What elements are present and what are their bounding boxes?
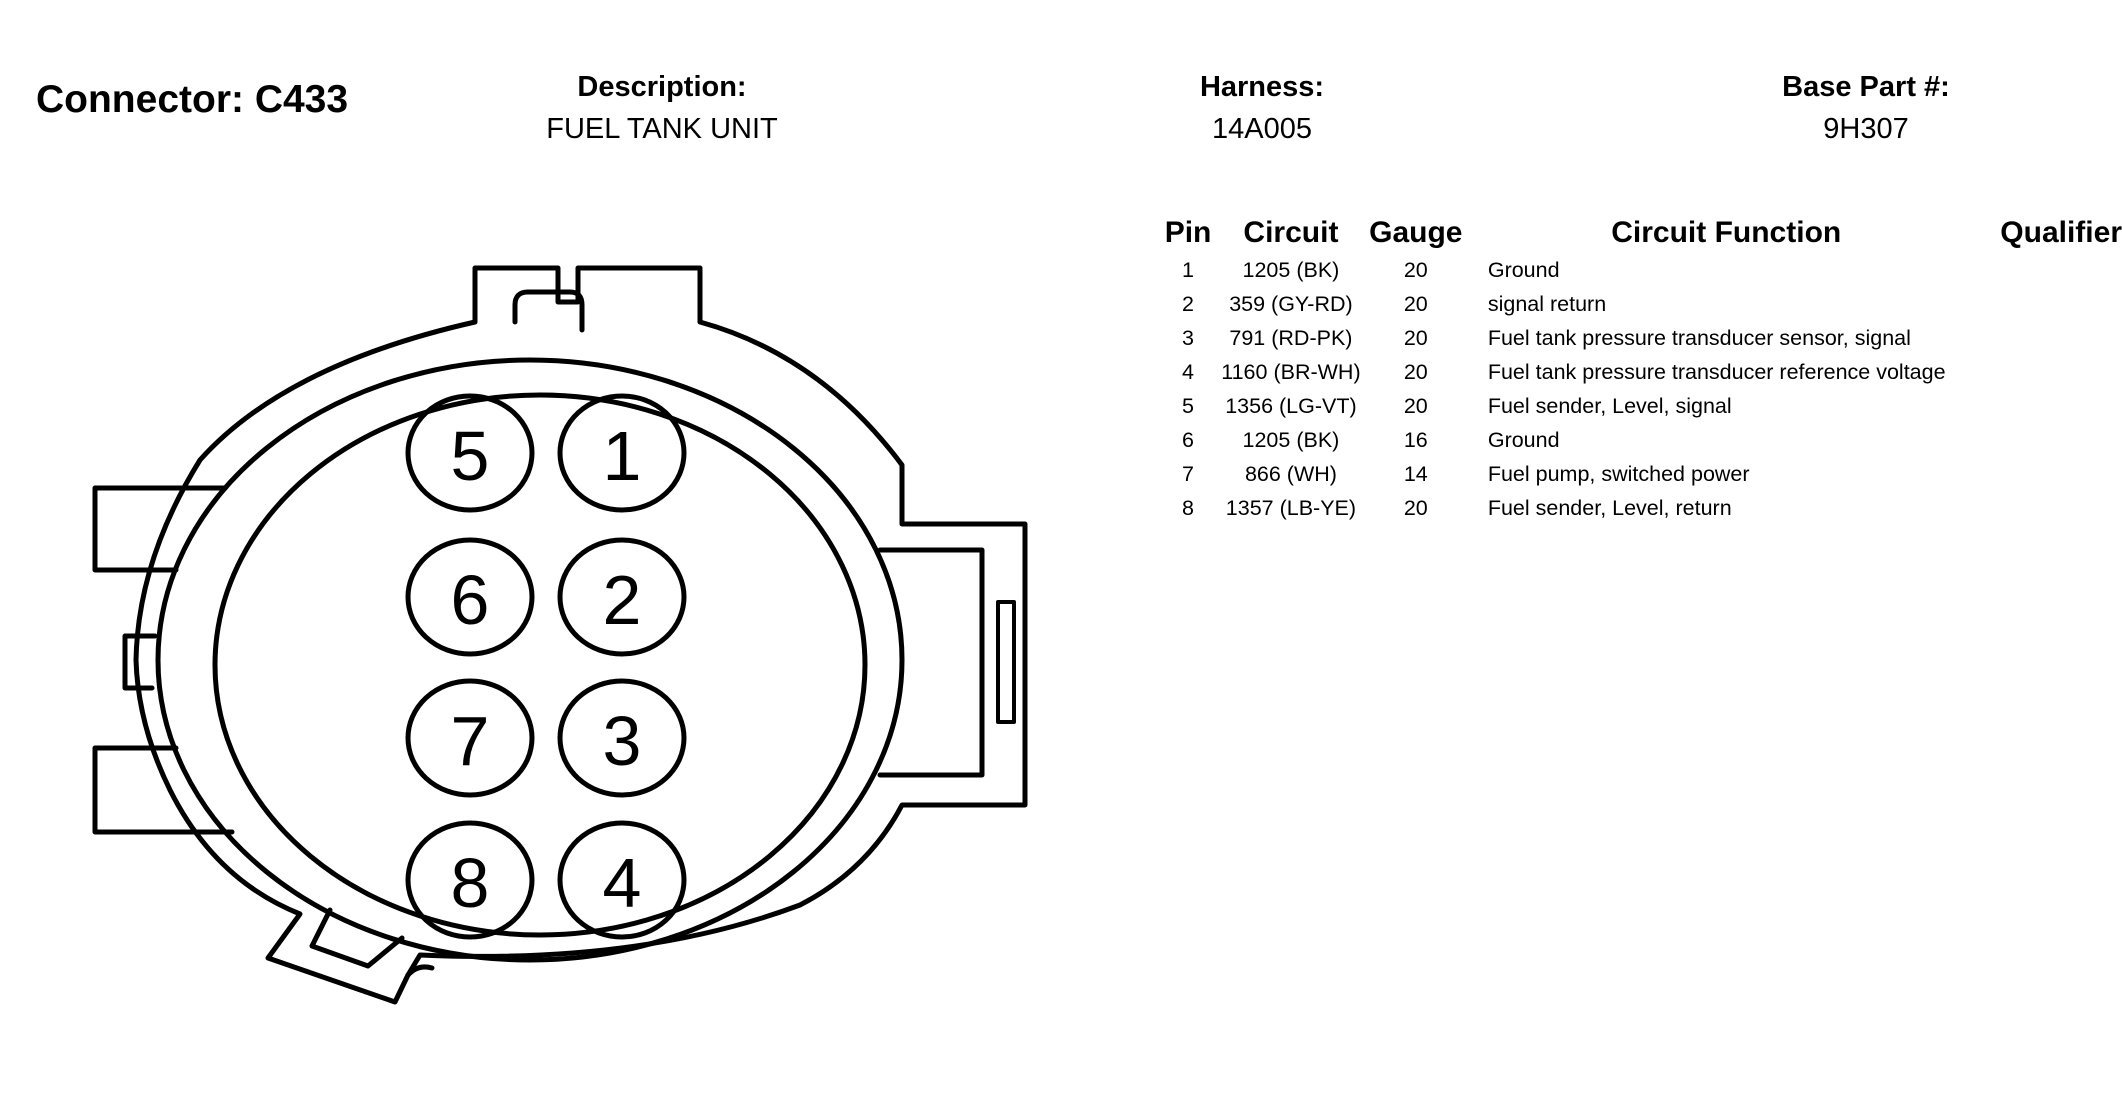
pin-cavity-label-4: 4 [603, 844, 642, 922]
harness-label: Harness: [1199, 71, 1325, 103]
table-row: 3 791 (RD-PK) 20 Fuel tank pressure tran… [1160, 321, 2122, 355]
base-part-label: Base Part #: [1782, 71, 1950, 103]
cell-circuit: 1357 (LB-YE) [1225, 495, 1357, 520]
base-part-value: 9H307 [1823, 113, 1909, 145]
cell-gauge: 20 [1403, 495, 1428, 520]
cell-gauge: 16 [1403, 427, 1428, 452]
table-row: 5 1356 (LG-VT) 20 Fuel sender, Level, si… [1160, 389, 2122, 423]
table-row: 8 1357 (LB-YE) 20 Fuel sender, Level, re… [1160, 491, 2122, 525]
header-gauge: Gauge [1369, 216, 1463, 249]
cell-pin: 1 [1182, 257, 1195, 282]
cell-function: Fuel tank pressure transducer reference … [1487, 359, 1946, 384]
cell-circuit: 1160 (BR-WH) [1221, 359, 1361, 384]
cell-pin: 7 [1182, 461, 1195, 486]
pin-cavity-label-8: 8 [451, 844, 490, 922]
cell-gauge: 20 [1403, 257, 1428, 282]
base-part-block: Base Part #: 9H307 [1782, 70, 1950, 146]
inner-ring-inner [212, 392, 868, 938]
bottom-key-inner [405, 964, 435, 978]
harness-block: Harness: 14A005 [1200, 70, 1324, 146]
cell-pin: 5 [1182, 393, 1195, 418]
cell-pin: 6 [1182, 427, 1195, 452]
left-tab-upper [92, 485, 228, 573]
housing-outline [133, 265, 1028, 1005]
cell-circuit: 866 (WH) [1244, 461, 1337, 486]
header-pin: Pin [1164, 216, 1212, 249]
right-latch [996, 600, 1016, 724]
pin-table: Pin Circuit Gauge Circuit Function Quali… [1160, 213, 2122, 525]
cell-function: Fuel sender, Level, return [1487, 495, 1732, 520]
cell-circuit: 359 (GY-RD) [1229, 291, 1353, 316]
table-row: 2 359 (GY-RD) 20 signal return [1160, 287, 2122, 321]
left-tab-middle [122, 633, 158, 691]
table-header-row: Pin Circuit Gauge Circuit Function Quali… [1160, 213, 2122, 253]
cell-circuit: 1205 (BK) [1242, 427, 1340, 452]
harness-value: 14A005 [1212, 113, 1312, 145]
description-block: Description: FUEL TANK UNIT [546, 70, 778, 146]
top-key-notch [512, 289, 585, 333]
cell-function: Ground [1487, 427, 1560, 452]
connector-face-diagram: 1 2 3 4 5 6 7 8 [92, 265, 1028, 1005]
bottom-key-foot [309, 907, 405, 969]
pin-cavity-label-2: 2 [603, 561, 642, 639]
header-qualifier: Qualifier [2000, 216, 2122, 249]
connector-title: Connector: C433 [36, 78, 349, 121]
cell-circuit: 1356 (LG-VT) [1225, 393, 1357, 418]
cell-qualifier [1965, 423, 2122, 457]
cell-qualifier [1965, 253, 2122, 287]
cell-function: Ground [1487, 257, 1560, 282]
cell-function: Fuel pump, switched power [1487, 461, 1750, 486]
cell-qualifier [1965, 287, 2122, 321]
cell-gauge: 20 [1403, 291, 1428, 316]
cell-gauge: 20 [1403, 393, 1428, 418]
pin-cavity-6 [405, 537, 535, 657]
pin-cavity-4 [557, 820, 687, 940]
cell-circuit: 1205 (BK) [1242, 257, 1340, 282]
cell-pin: 4 [1182, 359, 1195, 384]
pin-cavity-1 [557, 393, 687, 513]
table-row: 7 866 (WH) 14 Fuel pump, switched power [1160, 457, 2122, 491]
cell-qualifier [1965, 321, 2122, 355]
cell-function: Fuel tank pressure transducer sensor, si… [1487, 325, 1911, 350]
cell-gauge: 20 [1403, 359, 1428, 384]
pin-cavity-2 [557, 537, 687, 657]
cell-pin: 8 [1182, 495, 1195, 520]
pin-cavity-label-6: 6 [451, 561, 490, 639]
cell-qualifier [1965, 457, 2122, 491]
cell-function: signal return [1487, 291, 1607, 316]
table-row: 4 1160 (BR-WH) 20 Fuel tank pressure tra… [1160, 355, 2122, 389]
pin-cavity-label-5: 5 [451, 417, 490, 495]
description-value: FUEL TANK UNIT [546, 113, 778, 145]
cell-function: Fuel sender, Level, signal [1487, 393, 1732, 418]
right-key-tab [877, 547, 985, 778]
cell-qualifier [1965, 389, 2122, 423]
header-circuit: Circuit [1243, 216, 1339, 249]
cell-pin: 2 [1182, 291, 1195, 316]
table-row: 6 1205 (BK) 16 Ground [1160, 423, 2122, 457]
pin-cavity-label-7: 7 [451, 702, 490, 780]
pin-cavity-7 [405, 678, 535, 798]
pin-cavity-5 [405, 393, 535, 513]
description-label: Description: [577, 71, 747, 103]
cell-gauge: 14 [1403, 461, 1428, 486]
pin-cavity-8 [405, 820, 535, 940]
cell-qualifier [1965, 355, 2122, 389]
pin-cavity-label-1: 1 [603, 417, 642, 495]
left-tab-lower [92, 745, 235, 835]
pin-cavity-label-3: 3 [603, 702, 642, 780]
pin-cavity-3 [557, 678, 687, 798]
cell-qualifier [1965, 491, 2122, 525]
cell-gauge: 20 [1403, 325, 1428, 350]
table-row: 1 1205 (BK) 20 Ground [1160, 253, 2122, 287]
header-circuit-function: Circuit Function [1611, 216, 1842, 249]
cell-pin: 3 [1182, 325, 1195, 350]
inner-ring-outer [155, 357, 905, 963]
cell-circuit: 791 (RD-PK) [1229, 325, 1353, 350]
